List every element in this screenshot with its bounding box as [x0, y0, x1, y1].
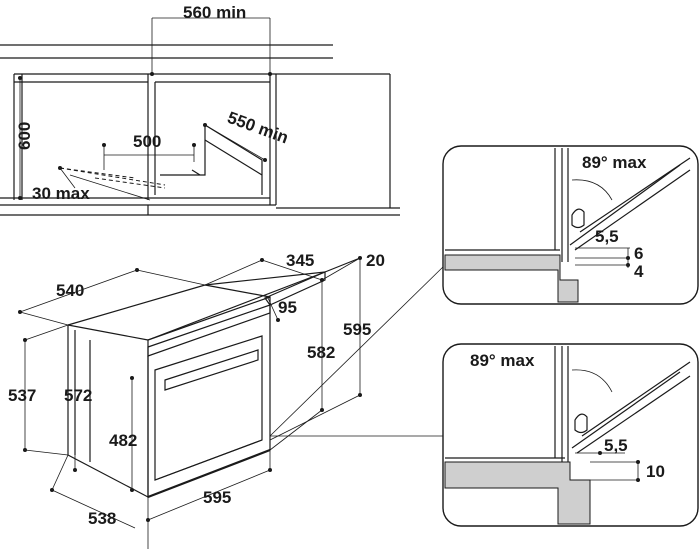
- label-500: 500: [133, 132, 161, 151]
- label-30-max: 30 max: [32, 184, 90, 203]
- label-600: 600: [15, 122, 34, 150]
- detail-top-gap-6: 6: [634, 244, 643, 263]
- label-550-min: 550 min: [225, 108, 291, 148]
- label-20: 20: [366, 251, 385, 270]
- detail-top-angle: 89° max: [582, 153, 647, 172]
- label-537: 537: [8, 386, 36, 405]
- label-95: 95: [278, 298, 297, 317]
- label-595-bottom: 595: [203, 488, 231, 507]
- detail-top-gap: 5,5: [595, 227, 619, 246]
- label-572: 572: [64, 386, 92, 405]
- label-595-right: 595: [343, 320, 371, 339]
- label-582: 582: [307, 343, 335, 362]
- label-538: 538: [88, 509, 116, 528]
- detail-bottom-angle: 89° max: [470, 351, 535, 370]
- label-482: 482: [109, 431, 137, 450]
- detail-panel-top: [442, 145, 699, 305]
- detail-top-gap-4: 4: [634, 262, 644, 281]
- detail-bottom-gap-10: 10: [646, 462, 665, 481]
- label-345: 345: [286, 251, 314, 270]
- oven-perspective-view: [18, 256, 446, 549]
- label-560-min: 560 min: [183, 3, 246, 22]
- niche-section-view: [0, 17, 400, 216]
- detail-panel-bottom: [442, 343, 699, 527]
- detail-bottom-gap: 5,5: [604, 436, 628, 455]
- label-540: 540: [56, 281, 84, 300]
